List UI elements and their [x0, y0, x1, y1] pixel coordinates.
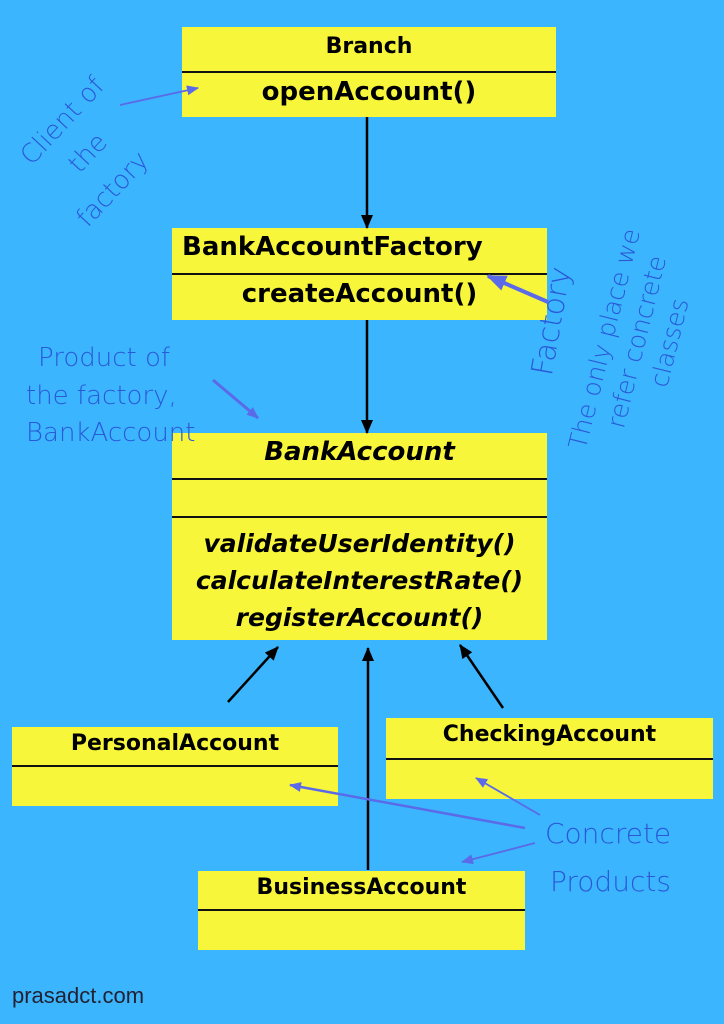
- class-method: createAccount(): [241, 279, 478, 309]
- annotation-arrow-personal: [289, 782, 526, 830]
- annotation-line: Product of: [38, 343, 171, 373]
- class-method: openAccount(): [261, 77, 477, 107]
- annotation-line: BankAccount: [26, 418, 196, 449]
- divider: [182, 71, 556, 73]
- class-checking-account: CheckingAccount: [386, 718, 713, 799]
- class-personal-account: PersonalAccount: [12, 727, 338, 806]
- annotation-concrete-products: Concrete Products: [545, 810, 671, 905]
- arrow-personal-inherits: [227, 646, 279, 703]
- divider: [12, 765, 338, 767]
- annotation-product: Product of the factory, BankAccount: [26, 340, 195, 453]
- class-name: PersonalAccount: [70, 731, 280, 756]
- divider: [386, 758, 713, 760]
- annotation-line: Products: [550, 864, 671, 898]
- annotation-arrow-product: [212, 378, 259, 420]
- divider: [172, 478, 547, 480]
- class-name: BankAccountFactory: [182, 232, 483, 262]
- annotation-arrow-client: [119, 85, 199, 106]
- divider: [198, 909, 525, 911]
- class-method: calculateInterestRate(): [195, 566, 524, 595]
- class-business-account: BusinessAccount: [198, 871, 525, 950]
- class-bank-account-factory: BankAccountFactory createAccount(): [172, 228, 547, 320]
- divider: [172, 516, 547, 518]
- class-bank-account: BankAccount validateUserIdentity() calcu…: [172, 433, 547, 640]
- divider: [172, 273, 547, 275]
- class-name: BankAccount: [264, 437, 455, 467]
- class-name: BusinessAccount: [256, 875, 467, 900]
- class-method: validateUserIdentity(): [203, 529, 516, 558]
- class-name: CheckingAccount: [442, 722, 657, 747]
- annotation-line: Concrete: [545, 817, 672, 850]
- class-name: Branch: [325, 34, 413, 59]
- annotation-arrow-business: [461, 842, 536, 865]
- footer-watermark: prasadct.com: [12, 983, 145, 1008]
- annotation-arrow-factory: [486, 274, 549, 304]
- arrow-checking-inherits: [458, 644, 505, 709]
- annotation-arrow-checking: [475, 777, 541, 816]
- class-branch: Branch openAccount(): [182, 27, 556, 117]
- class-method: registerAccount(): [235, 603, 484, 632]
- annotation-line: the factory,: [26, 380, 177, 411]
